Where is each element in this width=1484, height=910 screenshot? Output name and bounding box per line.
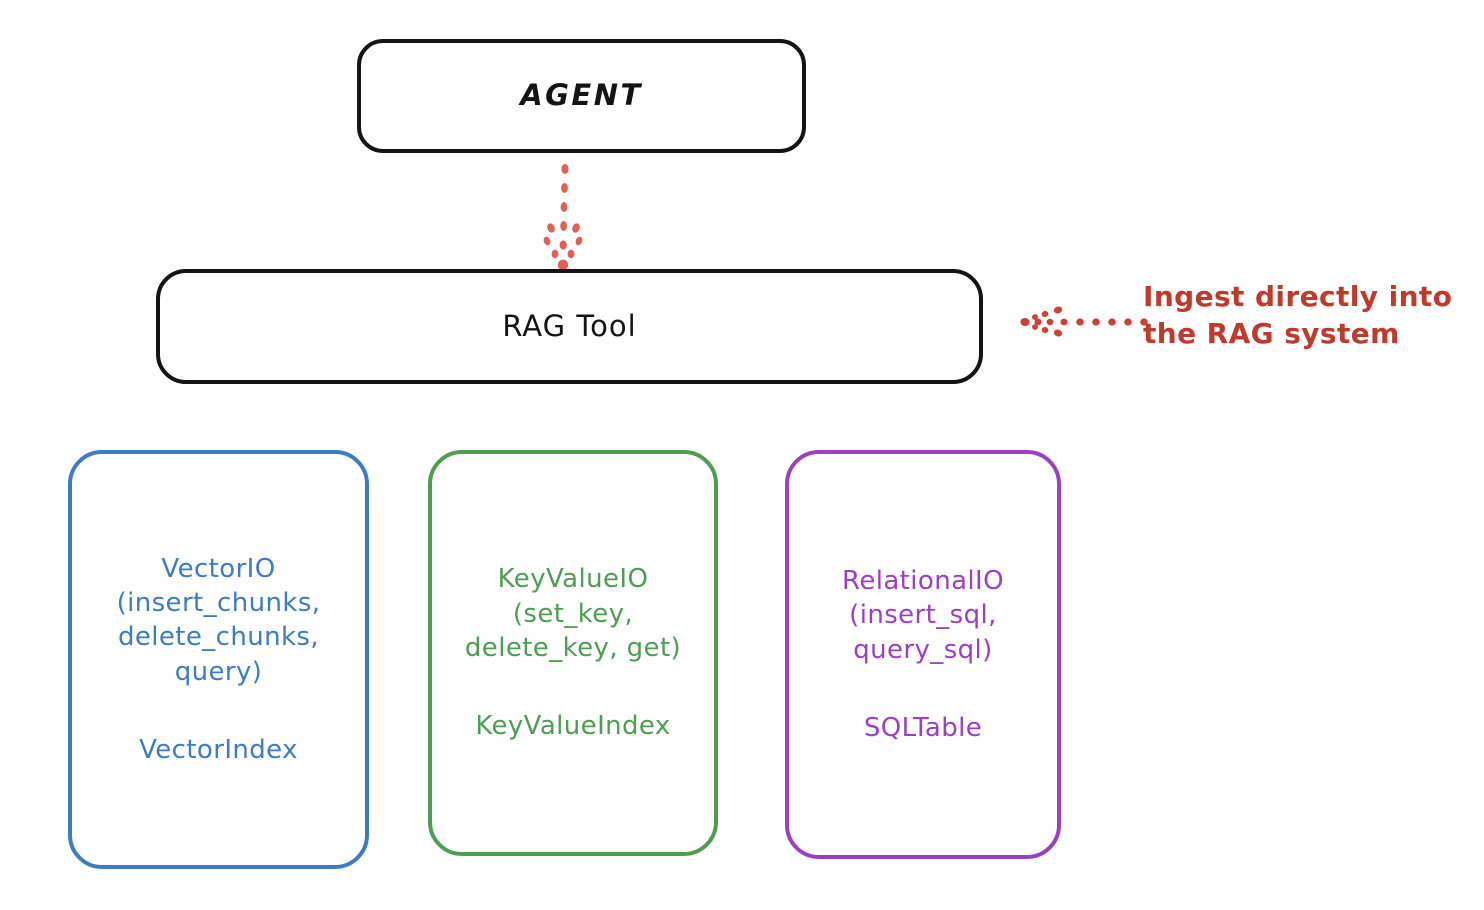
agent-node-label: AGENT (520, 78, 643, 113)
relational-io-label: RelationalIO (insert_sql, query_sql) (842, 565, 1004, 665)
agent-to-rag-tool-connector (543, 164, 583, 271)
relational-io-node[interactable]: RelationalIO (insert_sql, query_sql) SQL… (785, 450, 1061, 859)
key-value-index-label: KeyValueIndex (475, 711, 671, 742)
vector-io-label: VectorIO (insert_chunks, delete_chunks, … (116, 553, 321, 687)
ingest-annotation-text: Ingest directly into the RAG system (1143, 280, 1453, 351)
key-value-io-label: KeyValueIO (set_key, delete_key, get) (464, 564, 682, 663)
agent-node[interactable]: AGENT (357, 39, 806, 153)
rag-tool-node-label: RAG Tool (502, 308, 637, 343)
vector-index-label: VectorIndex (139, 734, 298, 765)
vector-io-node[interactable]: VectorIO (insert_chunks, delete_chunks, … (68, 450, 369, 869)
ingest-arrow-icon (1020, 306, 1148, 337)
rag-tool-node[interactable]: RAG Tool (156, 269, 983, 384)
key-value-io-node[interactable]: KeyValueIO (set_key, delete_key, get) Ke… (428, 450, 718, 856)
sql-table-label: SQLTable (863, 712, 983, 743)
